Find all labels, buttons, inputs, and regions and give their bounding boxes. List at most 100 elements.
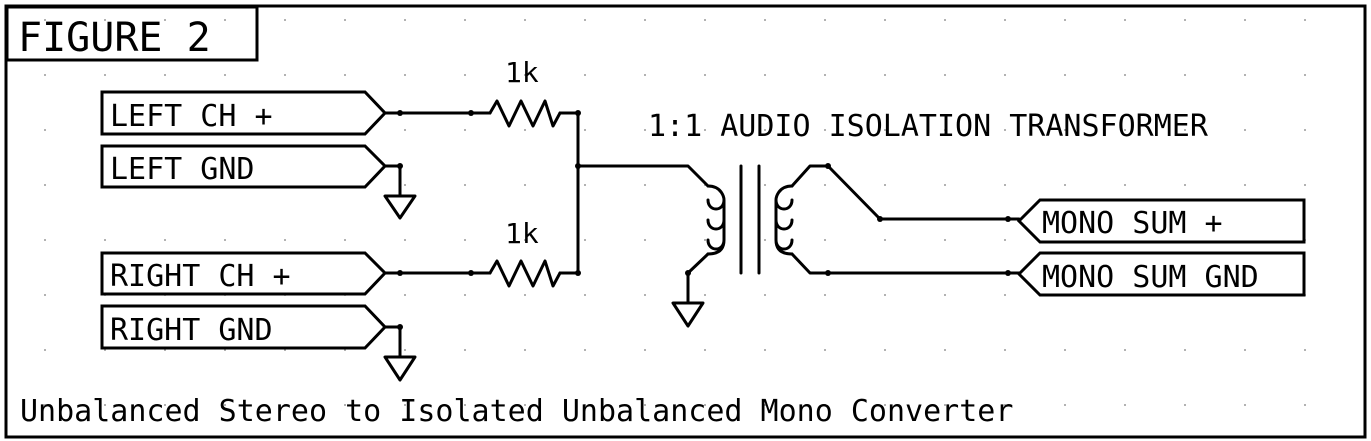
port-right-ch-plus-label: RIGHT CH + xyxy=(110,259,291,294)
grid-dot xyxy=(44,184,46,186)
grid-dot xyxy=(104,19,106,21)
grid-dot xyxy=(224,74,226,76)
grid-dot xyxy=(584,294,586,296)
grid-dot xyxy=(644,239,646,241)
grid-dot xyxy=(584,349,586,351)
grid-dot xyxy=(404,19,406,21)
grid-dot xyxy=(944,294,946,296)
grid-dot xyxy=(644,129,646,131)
grid-dot xyxy=(1184,129,1186,131)
grid-dot xyxy=(824,74,826,76)
grid-dot xyxy=(1004,404,1006,406)
grid-dot xyxy=(44,74,46,76)
grid-dot xyxy=(164,19,166,21)
grid-dot xyxy=(764,239,766,241)
grid-dot xyxy=(44,19,46,21)
grid-dot xyxy=(464,294,466,296)
port-left-gnd: LEFT GND xyxy=(100,144,388,189)
grid-dot xyxy=(824,129,826,131)
grid-dot xyxy=(824,404,826,406)
grid-dot xyxy=(1244,404,1246,406)
grid-dot xyxy=(44,294,46,296)
grid-dot xyxy=(944,129,946,131)
grid-dot xyxy=(1184,19,1186,21)
grid-dot xyxy=(1124,129,1126,131)
grid-dot xyxy=(1244,74,1246,76)
grid-dot xyxy=(644,184,646,186)
grid-dot xyxy=(1004,349,1006,351)
grid-dot xyxy=(1124,404,1126,406)
grid-dot xyxy=(464,129,466,131)
grid-dot xyxy=(104,74,106,76)
grid-dot xyxy=(524,239,526,241)
grid-dot xyxy=(704,294,706,296)
grid-dot xyxy=(524,129,526,131)
grid-dot xyxy=(1184,404,1186,406)
drawing-frame xyxy=(4,4,1367,439)
grid-dot xyxy=(464,404,466,406)
resistor-r2: 1k xyxy=(488,217,562,288)
port-right-gnd: RIGHT GND xyxy=(100,304,388,350)
grid-dot xyxy=(644,349,646,351)
port-mono-sum-gnd-label: MONO SUM GND xyxy=(1042,260,1259,295)
grid-dot xyxy=(44,349,46,351)
grid-dot xyxy=(344,404,346,406)
grid-dot xyxy=(464,19,466,21)
grid-dot xyxy=(404,129,406,131)
grid-dot xyxy=(1304,74,1306,76)
grid-dot xyxy=(1304,349,1306,351)
grid-dot xyxy=(1004,129,1006,131)
grid-dot xyxy=(944,74,946,76)
grid-dot xyxy=(644,404,646,406)
grid-dot xyxy=(1184,349,1186,351)
port-left-gnd-label: LEFT GND xyxy=(110,152,255,187)
port-mono-sum-plus-label: MONO SUM + xyxy=(1042,206,1223,241)
grid-dot xyxy=(884,404,886,406)
grid-dot xyxy=(404,74,406,76)
grid-dot xyxy=(764,349,766,351)
grid-dot xyxy=(824,239,826,241)
port-mono-sum-gnd: MONO SUM GND xyxy=(1016,251,1306,297)
grid-dot xyxy=(524,294,526,296)
grid-dot xyxy=(584,184,586,186)
grid-dot xyxy=(1004,19,1006,21)
grid-dot xyxy=(884,74,886,76)
grid-dot xyxy=(464,239,466,241)
grid-dot xyxy=(1304,184,1306,186)
grid-dot xyxy=(884,239,886,241)
transformer-label: 1:1 AUDIO ISOLATION TRANSFORMER xyxy=(648,109,1209,144)
grid-dot xyxy=(884,129,886,131)
grid-dot xyxy=(1064,74,1066,76)
grid-dot xyxy=(284,404,286,406)
grid-dot xyxy=(824,184,826,186)
grid-dot xyxy=(764,129,766,131)
grid-dot xyxy=(284,74,286,76)
grid-dot xyxy=(344,239,346,241)
grid-dot xyxy=(1004,294,1006,296)
port-right-gnd-label: RIGHT GND xyxy=(110,313,273,348)
grid-dot xyxy=(524,404,526,406)
grid-dot xyxy=(944,349,946,351)
ground-symbol-left xyxy=(383,194,417,220)
grid-dot xyxy=(1064,184,1066,186)
grid-dot xyxy=(1004,184,1006,186)
grid-dot xyxy=(764,404,766,406)
grid-dot xyxy=(1064,404,1066,406)
grid-dot xyxy=(224,239,226,241)
grid-dot xyxy=(644,19,646,21)
grid-dot xyxy=(1244,19,1246,21)
grid-dot xyxy=(1124,74,1126,76)
grid-dot xyxy=(224,404,226,406)
grid-dot xyxy=(944,184,946,186)
grid-dot xyxy=(644,74,646,76)
grid-dot xyxy=(404,294,406,296)
isolation-transformer: 1:1 AUDIO ISOLATION TRANSFORMER xyxy=(648,109,1209,275)
grid-dot xyxy=(524,74,526,76)
grid-dot xyxy=(464,74,466,76)
grid-dot xyxy=(344,74,346,76)
grid-dot xyxy=(404,404,406,406)
grid-dot xyxy=(704,19,706,21)
primary-coil xyxy=(706,184,726,256)
grid-dot xyxy=(1124,184,1126,186)
